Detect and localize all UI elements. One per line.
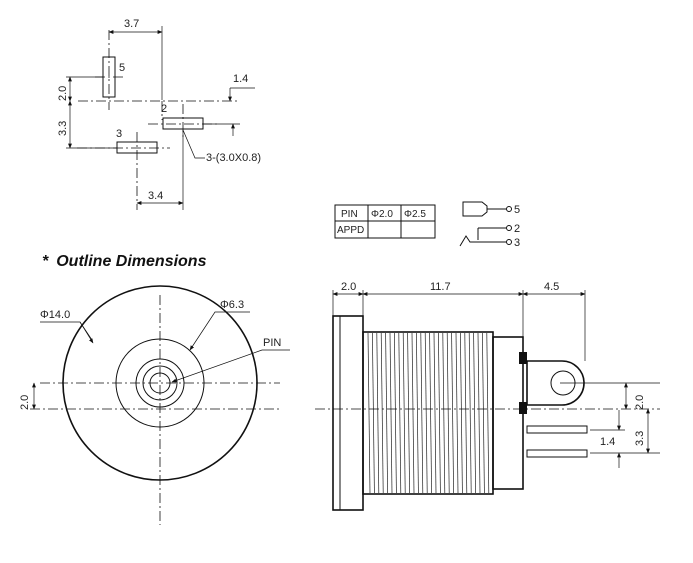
section-heading: * Outline Dimensions xyxy=(42,253,207,270)
side-view: 2.0 11.7 4.5 2.0 3.3 1.4 xyxy=(315,281,660,511)
thread-line xyxy=(429,332,432,494)
thread-line xyxy=(446,332,450,494)
terminal-tab xyxy=(526,360,585,406)
thread-line xyxy=(442,332,446,494)
rear-housing xyxy=(492,336,524,490)
heading-text: Outline Dimensions xyxy=(56,253,206,270)
thread-line xyxy=(477,332,481,494)
dim-4-5: 4.5 xyxy=(544,281,559,293)
dim-2-0-front: 2.0 xyxy=(19,395,31,410)
table-header-pin: PIN xyxy=(341,209,358,220)
dim-3-4: 3.4 xyxy=(148,190,163,202)
pin-label-3: 3 xyxy=(116,128,122,140)
thread-line xyxy=(424,332,428,494)
thread-line xyxy=(394,332,397,494)
dim-1-4-footprint: 1.4 xyxy=(233,73,248,85)
table-row-label: APPD xyxy=(337,225,364,236)
front-view: Φ14.0 Φ6.3 PIN 2.0 xyxy=(19,285,290,525)
terminal-2 xyxy=(526,425,588,434)
pin-table: PIN Φ2.0 Φ2.5 APPD xyxy=(334,204,436,239)
thread-line xyxy=(438,332,441,494)
thread-line xyxy=(376,332,380,494)
thread-line xyxy=(407,332,410,494)
thread-line xyxy=(380,332,384,494)
thread-line xyxy=(482,332,485,494)
thread-line xyxy=(455,332,459,494)
thread-line xyxy=(416,332,419,494)
schematic-pin-2: 2 xyxy=(514,223,520,235)
terminal-3 xyxy=(526,449,588,458)
dim-2-0-side: 2.0 xyxy=(634,395,646,410)
thread-line xyxy=(398,332,402,494)
thread-line xyxy=(433,332,437,494)
dim-3-7: 3.7 xyxy=(124,18,139,30)
pin-label-2: 2 xyxy=(161,103,167,115)
thread-line xyxy=(464,332,468,494)
thread-line xyxy=(411,332,415,494)
heading-bullet: * xyxy=(42,253,49,270)
thread-lines xyxy=(367,332,490,494)
pcb-footprint: 5 2 3 3.7 2.0 3.3 1.4 3-(3.0X xyxy=(57,18,261,210)
thread-line xyxy=(385,332,388,494)
pin-label-5: 5 xyxy=(119,62,125,74)
thread-line xyxy=(468,332,472,494)
thread-line xyxy=(402,332,406,494)
schematic-symbol: 5 2 3 xyxy=(459,201,520,249)
dim-11-7: 11.7 xyxy=(430,281,451,293)
pin-callout: PIN xyxy=(263,337,281,349)
dim-1-4-side: 1.4 xyxy=(600,436,615,448)
table-header-2-0: Φ2.0 xyxy=(371,209,393,220)
thread-line xyxy=(372,332,375,494)
thread-line xyxy=(460,332,463,494)
pad-size-note: 3-(3.0X0.8) xyxy=(206,152,261,164)
flange xyxy=(332,315,364,511)
dim-dia-14-0: Φ14.0 xyxy=(40,309,70,321)
thread-line xyxy=(420,332,424,494)
dim-3-3-footprint: 3.3 xyxy=(57,121,69,136)
dim-3-3-side: 3.3 xyxy=(634,431,646,446)
schematic-pin-3: 3 xyxy=(514,237,520,249)
schematic-pin-5: 5 xyxy=(514,204,520,216)
dim-dia-6-3: Φ6.3 xyxy=(220,299,244,311)
thread-line xyxy=(486,332,490,494)
thread-line xyxy=(367,332,371,494)
thread-line xyxy=(389,332,393,494)
thread-line xyxy=(473,332,476,494)
dim-2-0-flange: 2.0 xyxy=(341,281,356,293)
thread-line xyxy=(451,332,454,494)
dim-2-0-footprint: 2.0 xyxy=(57,86,69,101)
table-header-2-5: Φ2.5 xyxy=(404,209,426,220)
